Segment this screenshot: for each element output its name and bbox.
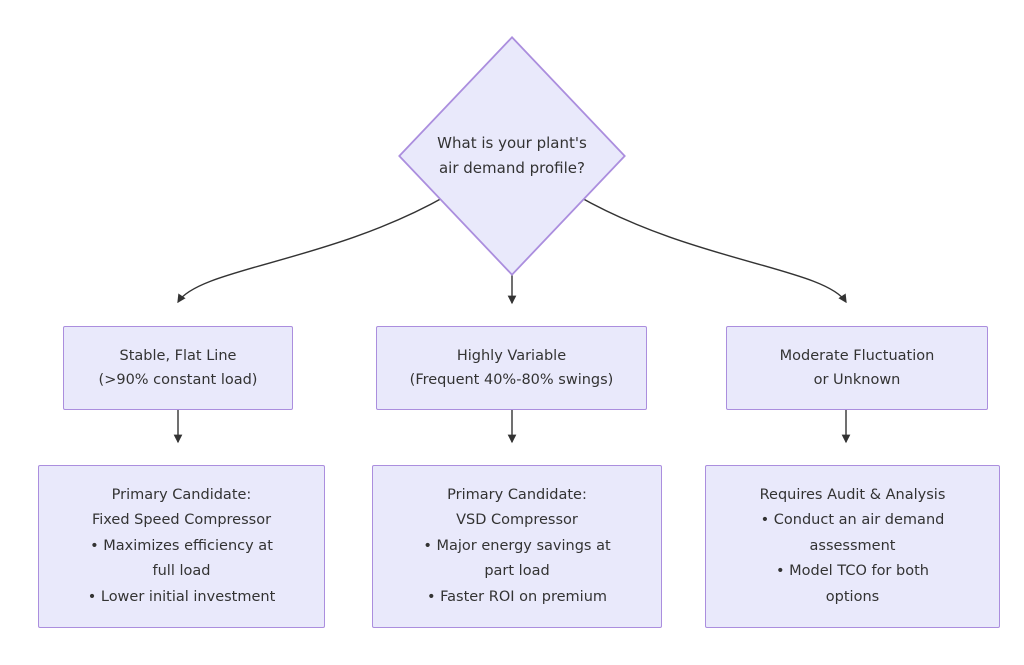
outcome-node-fixed-speed[interactable]: Primary Candidate: Fixed Speed Compresso… bbox=[38, 465, 325, 628]
branch-node-moderate-label: Moderate Fluctuation or Unknown bbox=[779, 348, 935, 388]
branch-node-variable[interactable]: Highly Variable (Frequent 40%-80% swings… bbox=[376, 326, 647, 410]
decision-node-label: What is your plant's air demand profile? bbox=[437, 134, 587, 177]
outcome-node-vsd-label: Primary Candidate: VSD Compressor • Majo… bbox=[423, 486, 611, 605]
decision-node-air-demand-profile[interactable]: What is your plant's air demand profile? bbox=[398, 36, 626, 276]
branch-node-variable-label: Highly Variable (Frequent 40%-80% swings… bbox=[409, 348, 614, 388]
outcome-node-audit-label: Requires Audit & Analysis • Conduct an a… bbox=[759, 486, 946, 605]
outcome-node-vsd[interactable]: Primary Candidate: VSD Compressor • Majo… bbox=[372, 465, 662, 628]
branch-node-stable-label: Stable, Flat Line (>90% constant load) bbox=[98, 348, 258, 388]
outcome-node-fixed-speed-label: Primary Candidate: Fixed Speed Compresso… bbox=[87, 486, 276, 605]
outcome-node-audit[interactable]: Requires Audit & Analysis • Conduct an a… bbox=[705, 465, 1000, 628]
branch-node-moderate[interactable]: Moderate Fluctuation or Unknown bbox=[726, 326, 988, 410]
branch-node-stable[interactable]: Stable, Flat Line (>90% constant load) bbox=[63, 326, 293, 410]
